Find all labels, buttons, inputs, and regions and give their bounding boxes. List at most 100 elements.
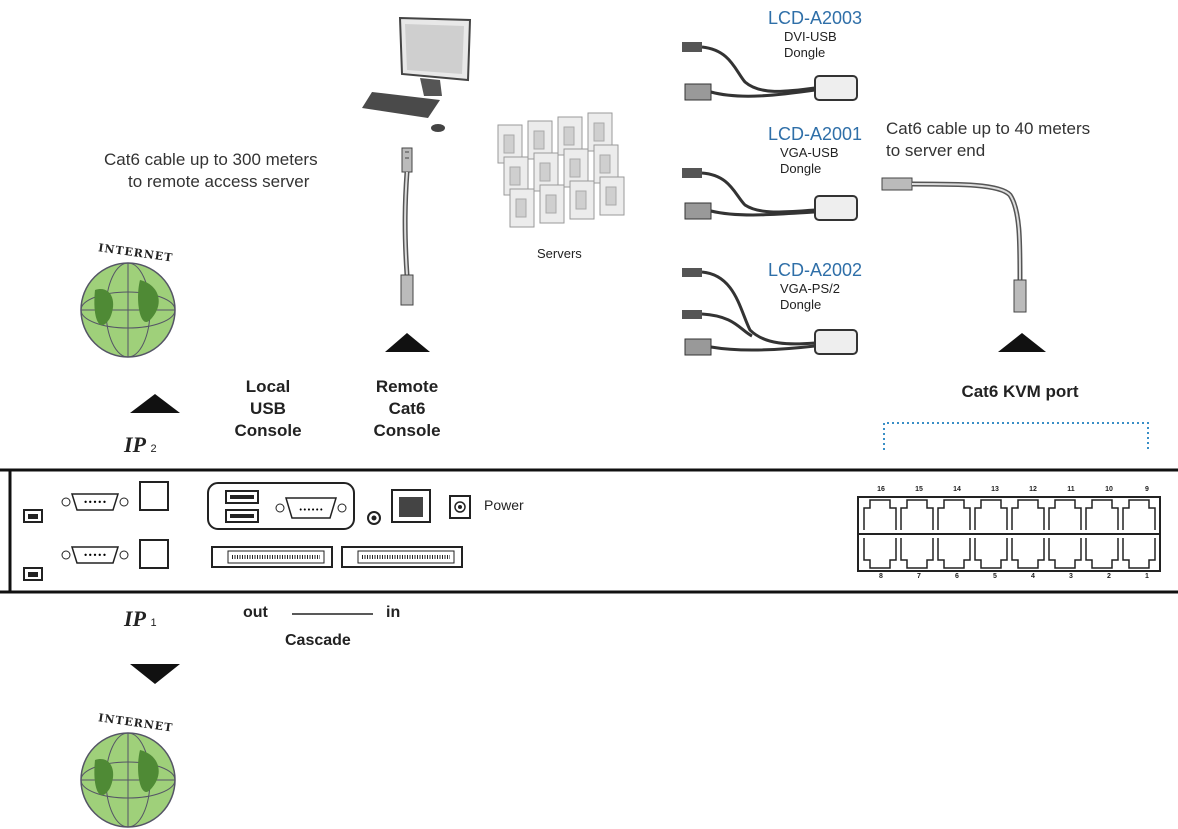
local-console-line1: Local bbox=[245, 377, 291, 396]
rj45-port-icon bbox=[937, 538, 971, 569]
remote-console-line1: Remote bbox=[375, 377, 439, 396]
dongle-type-a2001: VGA-USB bbox=[780, 145, 839, 160]
lan-led-bottom-icon bbox=[23, 567, 43, 581]
dongle-type-a2003: DVI-USB bbox=[784, 29, 837, 44]
kvm-port-number-top: 10 bbox=[1105, 486, 1113, 493]
kvm-port-number-top: 16 bbox=[877, 486, 885, 493]
server-bay-icon bbox=[599, 154, 611, 174]
server-end-cable bbox=[881, 177, 1027, 313]
rj45-port-icon bbox=[1048, 538, 1082, 569]
svg-text:•••••: ••••• bbox=[83, 498, 107, 507]
lan-port-ip1-icon bbox=[139, 539, 169, 569]
dongle-a2003-icon bbox=[682, 42, 858, 101]
ip2-label: IP 2 bbox=[124, 432, 157, 458]
dongle-a2002-icon bbox=[682, 268, 858, 356]
remote-console-label: Remote Cat6 Console bbox=[357, 376, 457, 442]
rj45-port-icon bbox=[863, 538, 897, 569]
server-bay-icon bbox=[575, 190, 587, 210]
cat6-40-line1: Cat6 cable up to 40 meters bbox=[886, 119, 1091, 138]
server-bay-icon bbox=[503, 134, 515, 154]
svg-text:••••••: •••••• bbox=[299, 506, 324, 514]
cascade-label: Cascade bbox=[285, 632, 351, 649]
up-arrow-remote-icon bbox=[385, 333, 430, 352]
dongle-label-a2003: LCD-A2003 DVI-USB Dongle bbox=[768, 8, 888, 61]
rj45-port-icon bbox=[937, 499, 971, 530]
dongle-kind-a2002: Dongle bbox=[780, 297, 822, 312]
serial-port-bottom-icon: ••••• bbox=[61, 546, 129, 564]
ip1-text: IP bbox=[124, 606, 146, 631]
dongle-kind-a2001: Dongle bbox=[780, 161, 822, 176]
rj45-port-icon bbox=[1048, 499, 1082, 530]
kvm-port-block bbox=[857, 496, 1161, 572]
cascade-out-label: out bbox=[243, 604, 268, 621]
audio-jack-icon bbox=[367, 511, 381, 525]
kvm-port-number-top: 13 bbox=[991, 486, 999, 493]
cascade-out-port-icon bbox=[211, 546, 333, 568]
local-console-ports-icon: •••••• bbox=[207, 482, 355, 530]
kvm-port-number-top: 11 bbox=[1067, 486, 1075, 493]
kvm-port-number-bottom: 7 bbox=[917, 573, 921, 580]
rj45-port-icon bbox=[1011, 499, 1045, 530]
servers-label: Servers bbox=[537, 246, 582, 261]
rj45-port-icon bbox=[1085, 499, 1119, 530]
remote-console-port-icon bbox=[391, 489, 431, 523]
remote-console-line2: Cat6 bbox=[388, 399, 426, 418]
kvm-port-number-bottom: 5 bbox=[993, 573, 997, 580]
ip1-number: 1 bbox=[150, 617, 157, 629]
internet-globe-bottom-icon bbox=[80, 732, 176, 828]
server-bay-icon bbox=[569, 158, 581, 178]
local-console-label: Local USB Console bbox=[218, 376, 318, 442]
lan-port-ip2-icon bbox=[139, 481, 169, 511]
kvm-port-number-top: 15 bbox=[915, 486, 923, 493]
local-console-line2: USB bbox=[250, 399, 286, 418]
kvm-port-number-top: 12 bbox=[1029, 486, 1037, 493]
ip1-label: IP 1 bbox=[124, 606, 157, 632]
serial-port-top-icon: ••••• bbox=[61, 493, 129, 511]
kvm-port-number-bottom: 8 bbox=[879, 573, 883, 580]
local-console-line3: Console bbox=[234, 421, 302, 440]
kvm-port-number-top: 9 bbox=[1145, 486, 1149, 493]
server-bay-icon bbox=[515, 198, 527, 218]
server-bay-icon bbox=[509, 166, 521, 186]
cat6-kvm-port-label: Cat6 KVM port bbox=[961, 382, 1079, 401]
cat6-300-line2: to remote access server bbox=[128, 172, 310, 191]
svg-text:•••••: ••••• bbox=[83, 551, 107, 560]
cat6-300-line1: Cat6 cable up to 300 meters bbox=[104, 150, 318, 169]
kvm-port-number-bottom: 3 bbox=[1069, 573, 1073, 580]
remote-cable bbox=[400, 147, 414, 306]
power-jack-icon bbox=[449, 495, 471, 519]
dongle-model-a2003: LCD-A2003 bbox=[768, 8, 863, 28]
kvm-port-number-bottom: 2 bbox=[1107, 573, 1111, 580]
rj45-port-icon bbox=[974, 538, 1008, 569]
rj45-port-icon bbox=[1122, 499, 1156, 530]
dongle-label-a2002: LCD-A2002 VGA-PS/2 Dongle bbox=[768, 260, 888, 313]
rj45-port-icon bbox=[974, 499, 1008, 530]
kvm-port-number-top: 14 bbox=[953, 486, 961, 493]
cat6-300-label: Cat6 cable up to 300 meters to remote ac… bbox=[104, 149, 384, 193]
up-arrow-kvm-icon bbox=[998, 333, 1046, 352]
server-bay-icon bbox=[593, 122, 605, 142]
ip2-number: 2 bbox=[150, 443, 157, 455]
cat6-40-line2: to server end bbox=[886, 141, 986, 160]
rj45-port-icon bbox=[900, 538, 934, 569]
server-bay-icon bbox=[539, 162, 551, 182]
kvm-port-bracket bbox=[883, 422, 1149, 450]
dongle-model-a2002: LCD-A2002 bbox=[768, 260, 863, 280]
server-bay-icon bbox=[533, 130, 545, 150]
remote-console-line3: Console bbox=[373, 421, 441, 440]
power-label: Power bbox=[484, 497, 524, 513]
dongle-label-a2001: LCD-A2001 VGA-USB Dongle bbox=[768, 124, 888, 177]
cascade-in-label: in bbox=[386, 604, 401, 621]
server-bay-icon bbox=[563, 126, 575, 146]
kvm-switch-panel bbox=[0, 468, 1178, 594]
cascade-in-port-icon bbox=[341, 546, 463, 568]
down-arrow-ip1-icon bbox=[130, 664, 180, 684]
dongle-a2001-icon bbox=[682, 168, 858, 221]
rj45-port-icon bbox=[1085, 538, 1119, 569]
rj45-port-icon bbox=[1122, 538, 1156, 569]
servers-icon bbox=[497, 112, 625, 228]
dongle-kind-a2003: Dongle bbox=[784, 45, 826, 60]
up-arrow-ip2-icon bbox=[130, 394, 180, 413]
kvm-port-number-bottom: 1 bbox=[1145, 573, 1149, 580]
